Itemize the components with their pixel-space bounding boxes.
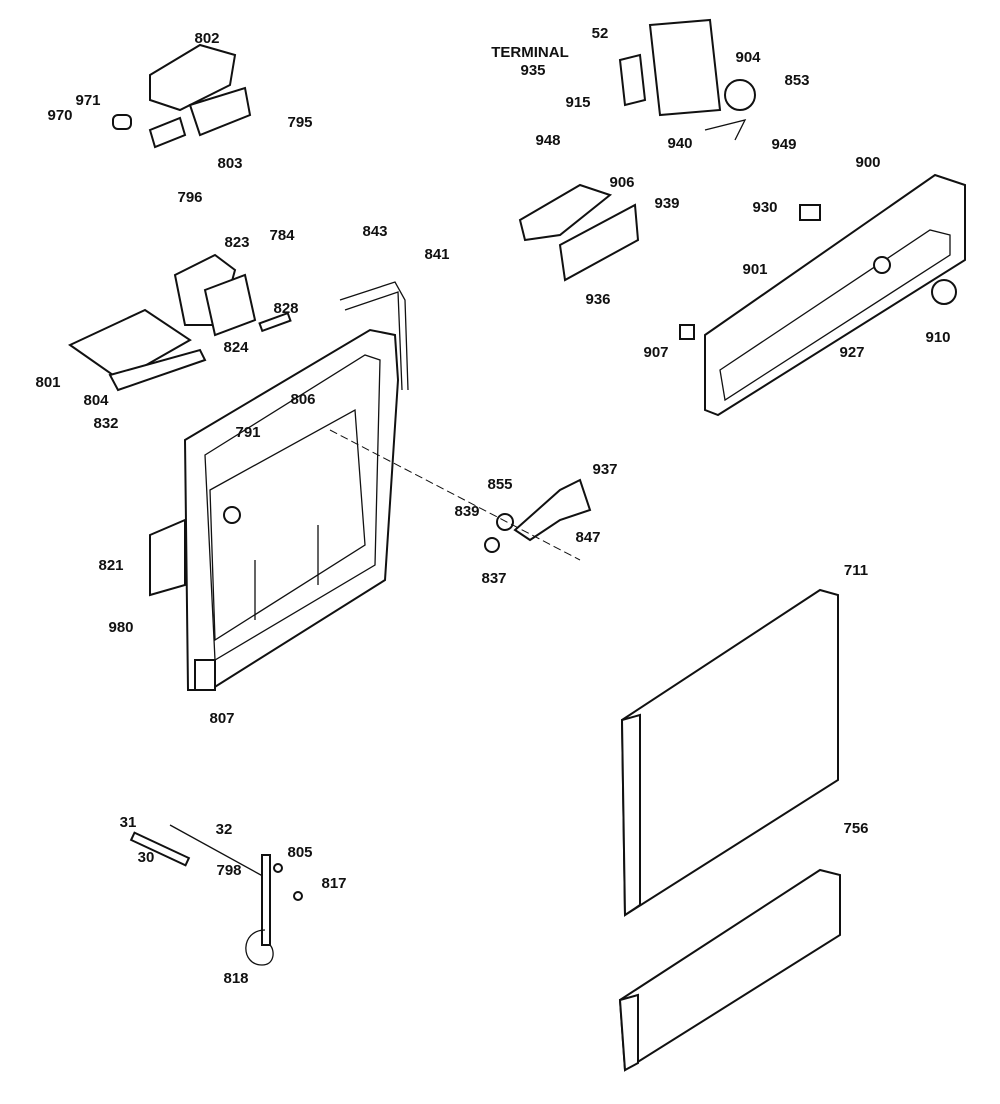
- callout-823: 823: [224, 234, 249, 251]
- callout-855: 855: [487, 476, 512, 493]
- callout-853: 853: [784, 72, 809, 89]
- callout-937: 937: [592, 461, 617, 478]
- callout-817: 817: [321, 875, 346, 892]
- callout-756: 756: [843, 820, 868, 837]
- alignment-line: [329, 429, 581, 561]
- callout-930: 930: [752, 199, 777, 216]
- callout-841: 841: [424, 246, 449, 263]
- callout-807: 807: [209, 710, 234, 727]
- callout-806: 806: [290, 391, 315, 408]
- callout-948: 948: [535, 132, 560, 149]
- callout-839: 839: [454, 503, 479, 520]
- callout-802: 802: [194, 30, 219, 47]
- callout-30: 30: [138, 849, 155, 866]
- callout-795: 795: [287, 114, 312, 131]
- timer-assembly: [618, 18, 756, 141]
- door-gasket: [339, 281, 409, 391]
- callout-971: 971: [75, 92, 100, 109]
- selector-switch: [518, 183, 640, 282]
- callout-900: 900: [855, 154, 880, 171]
- callout-818: 818: [223, 970, 248, 987]
- callout-52: 52: [592, 25, 609, 42]
- callout-32: 32: [216, 821, 233, 838]
- callout-804: 804: [83, 392, 109, 409]
- callout-terminal: TERMINAL: [491, 44, 569, 61]
- callout-784: 784: [269, 227, 295, 244]
- callout-910: 910: [925, 329, 950, 346]
- callout-936: 936: [585, 291, 610, 308]
- switch-housing: [68, 253, 292, 392]
- latch-assembly: [112, 43, 252, 149]
- callout-949: 949: [771, 136, 796, 153]
- callout-796: 796: [177, 189, 202, 206]
- callout-935: 935: [520, 62, 545, 79]
- outer-door-panel: [620, 588, 839, 917]
- callout-805: 805: [287, 844, 312, 861]
- callout-847: 847: [575, 529, 600, 546]
- callout-939: 939: [654, 195, 679, 212]
- control-panel: [679, 173, 966, 417]
- callout-821: 821: [98, 557, 123, 574]
- callout-906: 906: [609, 174, 634, 191]
- callout-843: 843: [362, 223, 387, 240]
- inner-door-panel: [183, 328, 400, 691]
- callout-970: 970: [47, 107, 72, 124]
- callout-791: 791: [235, 424, 260, 441]
- callout-915: 915: [565, 94, 590, 111]
- callout-904: 904: [735, 49, 761, 66]
- callout-837: 837: [481, 570, 506, 587]
- side-bracket: [149, 518, 186, 597]
- callout-832: 832: [93, 415, 118, 432]
- latch-lever: [484, 478, 592, 553]
- callout-31: 31: [120, 814, 137, 831]
- callout-828: 828: [273, 300, 298, 317]
- callout-801: 801: [35, 374, 60, 391]
- callout-798: 798: [216, 862, 241, 879]
- toe-panel: [618, 868, 841, 1072]
- callout-824: 824: [223, 339, 249, 356]
- hinge-assembly: [129, 824, 303, 966]
- callout-927: 927: [839, 344, 864, 361]
- callout-711: 711: [844, 562, 868, 579]
- callout-940: 940: [667, 135, 692, 152]
- callout-803: 803: [217, 155, 242, 172]
- callout-907: 907: [643, 344, 668, 361]
- callout-901: 901: [742, 261, 767, 278]
- callout-980: 980: [108, 619, 133, 636]
